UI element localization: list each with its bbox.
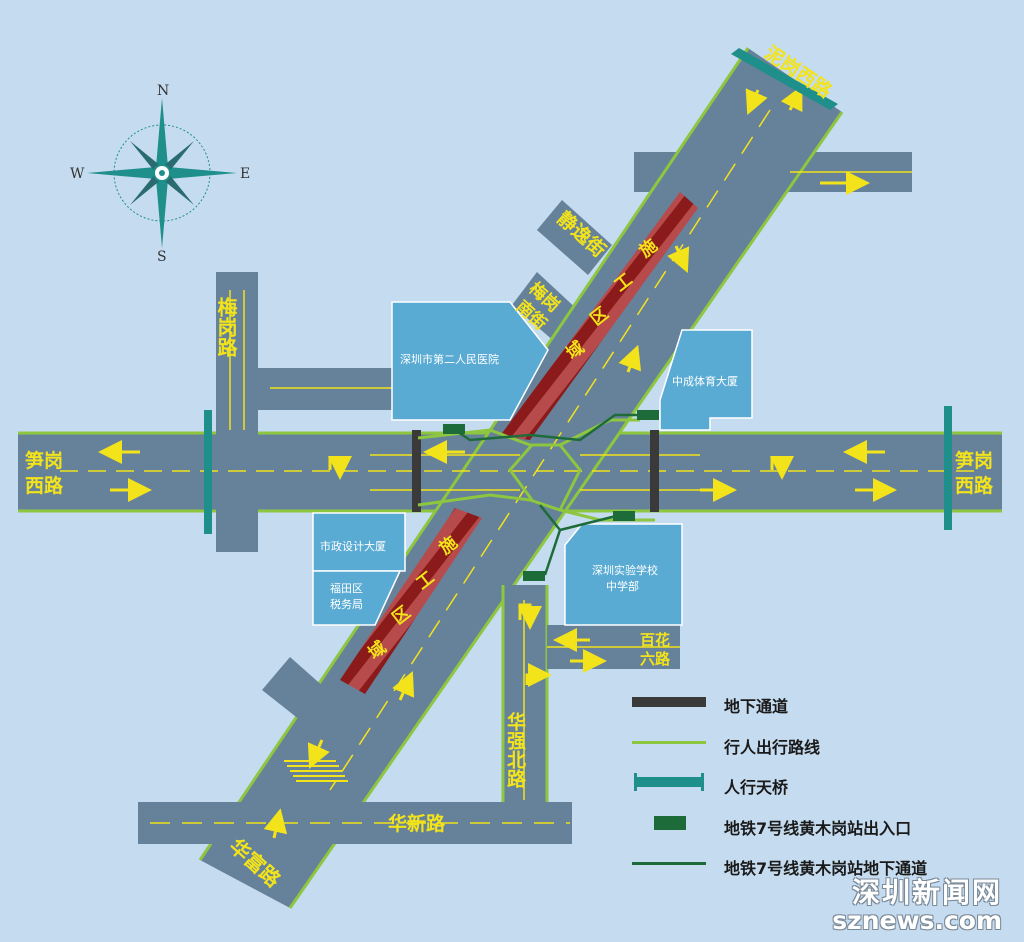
arrow-huafu xyxy=(263,808,288,839)
label-sungang-west-right-2: 西路 xyxy=(955,474,994,497)
compass-west: W xyxy=(70,166,85,182)
building-school xyxy=(564,523,683,626)
underpass-west xyxy=(412,430,421,512)
label-hospital: 深圳市第二人民医院 xyxy=(400,352,499,366)
crosswalk xyxy=(284,760,348,782)
footbridge-east xyxy=(944,406,952,530)
arrow-nigang-2 xyxy=(780,85,803,113)
footbridges xyxy=(204,48,952,534)
logo-chinese: 深圳新闻网 xyxy=(851,876,1002,909)
arrow-diag-4 xyxy=(307,739,330,769)
pedestrian-route-swatch xyxy=(628,731,710,755)
metro-entrance-3 xyxy=(613,511,635,521)
road-meigang xyxy=(216,272,258,552)
compass-east: E xyxy=(240,166,250,182)
compass-north: N xyxy=(157,83,169,99)
compass: N S E W xyxy=(70,83,250,265)
metro-network xyxy=(443,410,659,581)
metro-entrance-swatch xyxy=(628,812,710,836)
metro-passage-swatch xyxy=(628,852,710,876)
arrow-diag-1 xyxy=(667,245,690,273)
uturn-left xyxy=(328,456,352,480)
label-meigang: 梅岗路 xyxy=(214,296,238,358)
legend-metro-entrance: 地铁7号线黄木岗站出入口 xyxy=(628,812,1008,853)
label-baihua-six-1: 百花 xyxy=(640,631,670,649)
arrow-huaqiang-turn xyxy=(525,663,552,687)
underpasses xyxy=(412,430,659,512)
legend-underpass-label: 地下通道 xyxy=(724,697,789,716)
metro-entrance-2 xyxy=(637,410,659,420)
legend-footbridge: 人行天桥 xyxy=(628,771,1008,812)
underpass-east xyxy=(650,430,659,512)
buildings xyxy=(312,301,753,626)
legend: 地下通道 行人出行路线 人行天桥 地铁7号线黄木岗站出入口 地铁7号线黄木岗站地… xyxy=(628,690,1008,893)
legend-footbridge-label: 人行天桥 xyxy=(724,778,789,797)
arrow-nigang-1 xyxy=(745,88,768,116)
label-futian-tax-2: 税务局 xyxy=(330,597,363,611)
metro-entrance-1 xyxy=(443,424,465,434)
arrow-diag-3 xyxy=(392,671,415,701)
road-huafu-stub xyxy=(262,657,325,720)
pedestrian-routes xyxy=(417,418,655,522)
legend-metro-entrance-label: 地铁7号线黄木岗站出入口 xyxy=(724,818,912,838)
footbridge-nigang xyxy=(731,48,838,110)
legend-metro-passage-label: 地铁7号线黄木岗站地下通道 xyxy=(724,859,928,878)
legend-pedestrian-route: 行人出行路线 xyxy=(628,731,1008,772)
construction-zone-lower xyxy=(340,508,482,694)
label-sungang-west-left-1: 笋岗 xyxy=(25,449,63,472)
label-school-2: 中学部 xyxy=(606,579,639,593)
building-hospital xyxy=(391,301,549,421)
logo-english: sznews.com xyxy=(832,906,1002,935)
compass-south: S xyxy=(157,249,167,265)
road-jingyi xyxy=(537,200,612,275)
label-huaqiang-north: 华强北路 xyxy=(504,711,526,789)
building-futian-tax xyxy=(312,570,402,626)
footbridge-swatch xyxy=(628,771,710,795)
building-zhongcheng xyxy=(659,329,753,431)
underpass-swatch xyxy=(628,690,710,714)
legend-pedestrian-route-label: 行人出行路线 xyxy=(724,737,821,757)
construction-zones xyxy=(340,192,698,694)
label-baihua-six-2: 六路 xyxy=(640,650,671,668)
label-zhongcheng: 中成体育大厦 xyxy=(672,374,738,388)
legend-metro-passage: 地铁7号线黄木岗站地下通道 xyxy=(628,852,1008,893)
metro-entrance-4 xyxy=(523,571,545,581)
building-labels: 深圳市第二人民医院 中成体育大厦 市政设计大厦 福田区 税务局 深圳实验学校 中… xyxy=(320,352,738,611)
label-futian-tax-1: 福田区 xyxy=(330,581,363,595)
label-sungang-west-right-1: 笋岗 xyxy=(955,449,993,472)
legend-underpass: 地下通道 xyxy=(628,690,1008,731)
construction-zone-upper xyxy=(500,192,698,440)
label-school-1: 深圳实验学校 xyxy=(592,563,658,577)
site-logo: 深圳新闻网 sznews.com xyxy=(832,878,1002,934)
direction-arrows xyxy=(98,85,897,839)
label-shizheng: 市政设计大厦 xyxy=(320,539,386,553)
arrow-diag-2 xyxy=(618,344,642,373)
uturn-right xyxy=(770,456,794,480)
footbridge-west xyxy=(204,410,212,534)
label-huaxin: 华新路 xyxy=(388,812,446,835)
uturn-huaqiang xyxy=(518,603,542,630)
label-sungang-west-left-2: 西路 xyxy=(25,474,64,497)
road-meigang-branch xyxy=(258,368,392,410)
